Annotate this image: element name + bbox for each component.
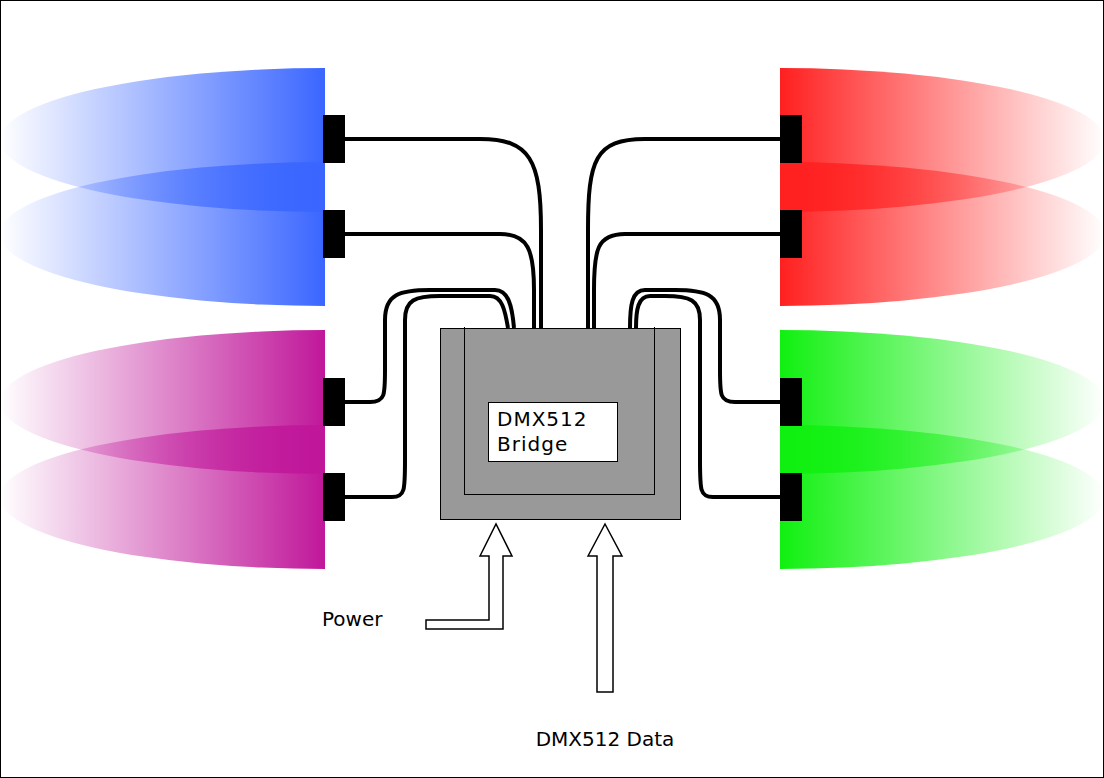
- fixture-wires: [345, 139, 780, 497]
- data-arrow: [588, 524, 622, 692]
- name-plate: DMX512 Bridge: [488, 402, 618, 462]
- blue-beams: [0, 68, 325, 306]
- power-arrow: [426, 524, 512, 629]
- light-fixtures: [323, 115, 802, 521]
- green-beams: [780, 330, 1104, 569]
- bridge-label: DMX512 Bridge: [497, 407, 609, 457]
- bridge-box: DMX512 Bridge: [440, 328, 681, 520]
- purple-beams: [0, 330, 325, 569]
- arrow-label: Power: [320, 607, 384, 631]
- red-beams: [780, 68, 1104, 306]
- arrow-label: DMX512 Data: [534, 727, 677, 751]
